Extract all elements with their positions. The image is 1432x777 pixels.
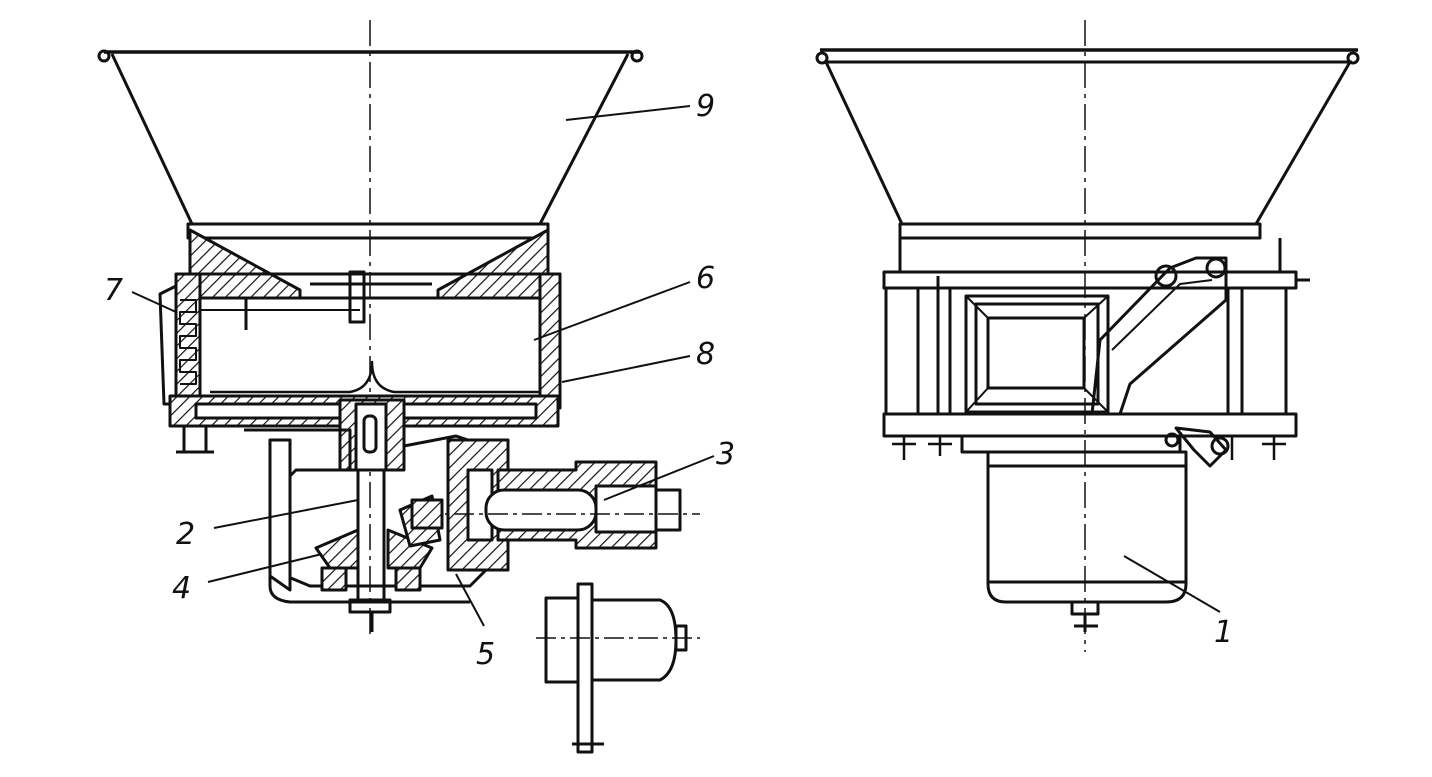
deflector-ring xyxy=(186,222,550,330)
bracket xyxy=(1090,256,1228,416)
callouts: 9 6 7 8 3 2 4 5 1 xyxy=(104,89,1233,672)
hopper-exterior xyxy=(815,48,1360,226)
callout-3: 3 xyxy=(716,437,735,472)
section-view xyxy=(97,20,715,754)
latch xyxy=(1164,426,1230,468)
inspection-window xyxy=(964,294,1110,414)
callout-2: 2 xyxy=(176,517,195,552)
motor-housing xyxy=(960,434,1188,632)
callout-8: 8 xyxy=(696,337,715,372)
motor-detail xyxy=(536,582,700,754)
callout-5: 5 xyxy=(476,637,495,672)
callout-6: 6 xyxy=(696,261,715,296)
callout-9: 9 xyxy=(696,89,715,124)
callout-1: 1 xyxy=(1214,615,1233,650)
exterior-view xyxy=(815,20,1360,652)
callout-7: 7 xyxy=(104,273,123,308)
leader-lines xyxy=(131,105,715,627)
bolts xyxy=(892,436,1286,460)
leader-lines-right xyxy=(1123,555,1221,613)
drive-shaft xyxy=(410,460,700,550)
callout-4: 4 xyxy=(172,571,191,606)
